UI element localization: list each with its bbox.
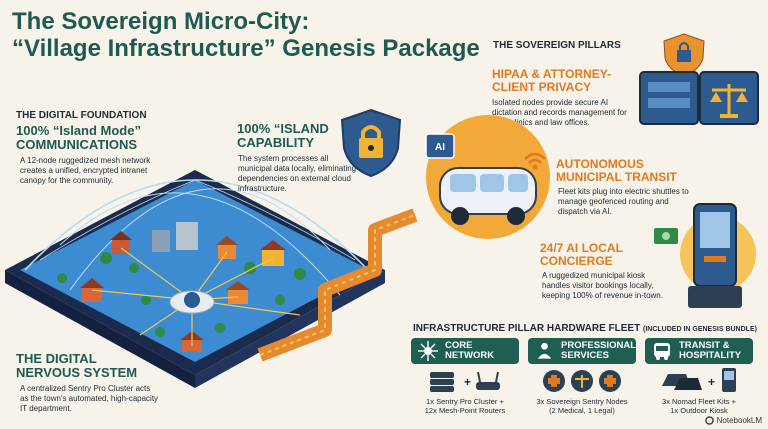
concierge-heading: 24/7 AI LOCAL CONCIERGE [540, 242, 623, 268]
fleet-kit-kiosk-icon: + [662, 368, 736, 392]
concierge-heading-line-2: CONCIERGE [540, 254, 613, 268]
transit-hospitality-footer-line-1: 3x Nomad Fleet Kits + [662, 397, 736, 406]
hipaa-heading-line-2: CLIENT PRIVACY [492, 80, 592, 94]
professional-services-label: PROFESSIONAL SERVICES [561, 341, 636, 361]
concierge-body: A ruggedized municipal kiosk handles vis… [542, 271, 663, 300]
central-hub-icon [91, 247, 301, 346]
core-network-pill: CORE NETWORK [411, 338, 519, 364]
fleet-header-note: (INCLUDED IN GENESIS BUNDLE) [643, 326, 757, 333]
title-line-2: “Village Infrastructure” Genesis Package [12, 35, 480, 62]
professional-services-footer-line-1: 3x Sovereign Sentry Nodes [536, 397, 628, 406]
bus-icon [654, 343, 670, 360]
tree-icon [57, 252, 306, 337]
transit-hospitality-line-2: HOSPITALITY [679, 350, 742, 361]
house-icon [80, 222, 286, 352]
nervous-heading: THE DIGITAL NERVOUS SYSTEM [16, 352, 137, 380]
transit-body: Fleet kits plug into electric shuttles t… [558, 187, 689, 216]
foundation-heading: 100% “Island Mode” COMMUNICATIONS [16, 124, 141, 152]
server-router-icon: + [430, 371, 500, 392]
island-heading: 100% “ISLAND CAPABILITY [237, 122, 329, 150]
foundation-body: A 12-node ruggedized mesh network create… [20, 156, 151, 185]
shuttle-illustration: AI [425, 115, 550, 239]
connector-road [257, 208, 418, 362]
hipaa-heading-line-1: HIPAA & ATTORNEY- [492, 67, 612, 81]
professional-services-footer: 3x Sovereign Sentry Nodes (2 Medical, 1 … [524, 397, 640, 415]
fleet-header-title: INFRASTRUCTURE PILLAR HARDWARE FLEET [413, 323, 641, 334]
ai-chip-label: AI [435, 142, 445, 153]
wifi-signal-icon [524, 152, 546, 170]
town-illustration [5, 170, 385, 388]
svg-text:+: + [708, 375, 715, 389]
core-network-line-1: CORE [445, 340, 473, 351]
core-network-footer-line-1: 1x Sentry Pro Cluster + [426, 397, 504, 406]
island-heading-line-1: 100% “ISLAND [237, 121, 329, 136]
page-title: The Sovereign Micro-City: “Village Infra… [12, 8, 482, 62]
hipaa-heading: HIPAA & ATTORNEY- CLIENT PRIVACY [492, 68, 611, 94]
medical-legal-icons [543, 370, 621, 392]
brand-label: NotebookLM [716, 416, 762, 425]
transit-heading-line-1: AUTONOMOUS [556, 157, 644, 171]
foundation-header: THE DIGITAL FOUNDATION [16, 110, 147, 121]
core-network-line-2: NETWORK [445, 350, 495, 361]
shield-lock-icon [340, 108, 402, 178]
concierge-heading-line-1: 24/7 AI LOCAL [540, 241, 623, 255]
island-heading-line-2: CAPABILITY [237, 135, 315, 150]
transit-hospitality-pill: TRANSIT & HOSPITALITY [645, 338, 753, 364]
nervous-body: A centralized Sentry Pro Cluster acts as… [20, 384, 159, 413]
people-icon [537, 342, 552, 359]
professional-services-line-1: PROFESSIONAL [561, 340, 636, 351]
professional-services-line-2: SERVICES [561, 350, 609, 361]
kiosk-illustration [654, 203, 756, 308]
transit-hospitality-label: TRANSIT & HOSPITALITY [679, 341, 741, 361]
transit-heading-line-2: MUNICIPAL TRANSIT [556, 170, 677, 184]
professional-services-pill: PROFESSIONAL SERVICES [528, 338, 636, 364]
nervous-heading-line-2: NERVOUS SYSTEM [16, 365, 138, 380]
core-network-footer: 1x Sentry Pro Cluster + 12x Mesh-Point R… [411, 397, 519, 415]
server-scales-icon [639, 33, 759, 125]
nervous-heading-line-1: THE DIGITAL [16, 351, 97, 366]
fleet-header: INFRASTRUCTURE PILLAR HARDWARE FLEET (IN… [413, 323, 757, 334]
transit-hospitality-line-1: TRANSIT & [679, 340, 730, 351]
transit-heading: AUTONOMOUS MUNICIPAL TRANSIT [556, 158, 677, 184]
foundation-heading-line-1: 100% “Island Mode” [16, 123, 141, 138]
notebooklm-logo-icon [704, 416, 714, 425]
core-network-footer-line-2: 12x Mesh-Point Routers [424, 406, 506, 415]
foundation-heading-line-2: COMMUNICATIONS [16, 137, 138, 152]
core-network-label: CORE NETWORK [445, 341, 494, 361]
transit-hospitality-footer-line-2: 1x Outdoor Kiosk [670, 406, 728, 415]
title-line-1: The Sovereign Micro-City: [12, 8, 310, 35]
hipaa-body: Isolated nodes provide secure AI dictati… [492, 98, 627, 127]
professional-services-footer-line-2: (2 Medical, 1 Legal) [549, 406, 615, 415]
network-hub-icon [418, 341, 438, 361]
transit-hospitality-footer: 3x Nomad Fleet Kits + 1x Outdoor Kiosk [645, 397, 753, 415]
pillars-header: THE SOVEREIGN PILLARS [493, 40, 621, 51]
island-body: The system processes all municipal data … [238, 154, 357, 193]
brand-watermark: NotebookLM [704, 416, 762, 425]
svg-text:+: + [464, 375, 471, 389]
